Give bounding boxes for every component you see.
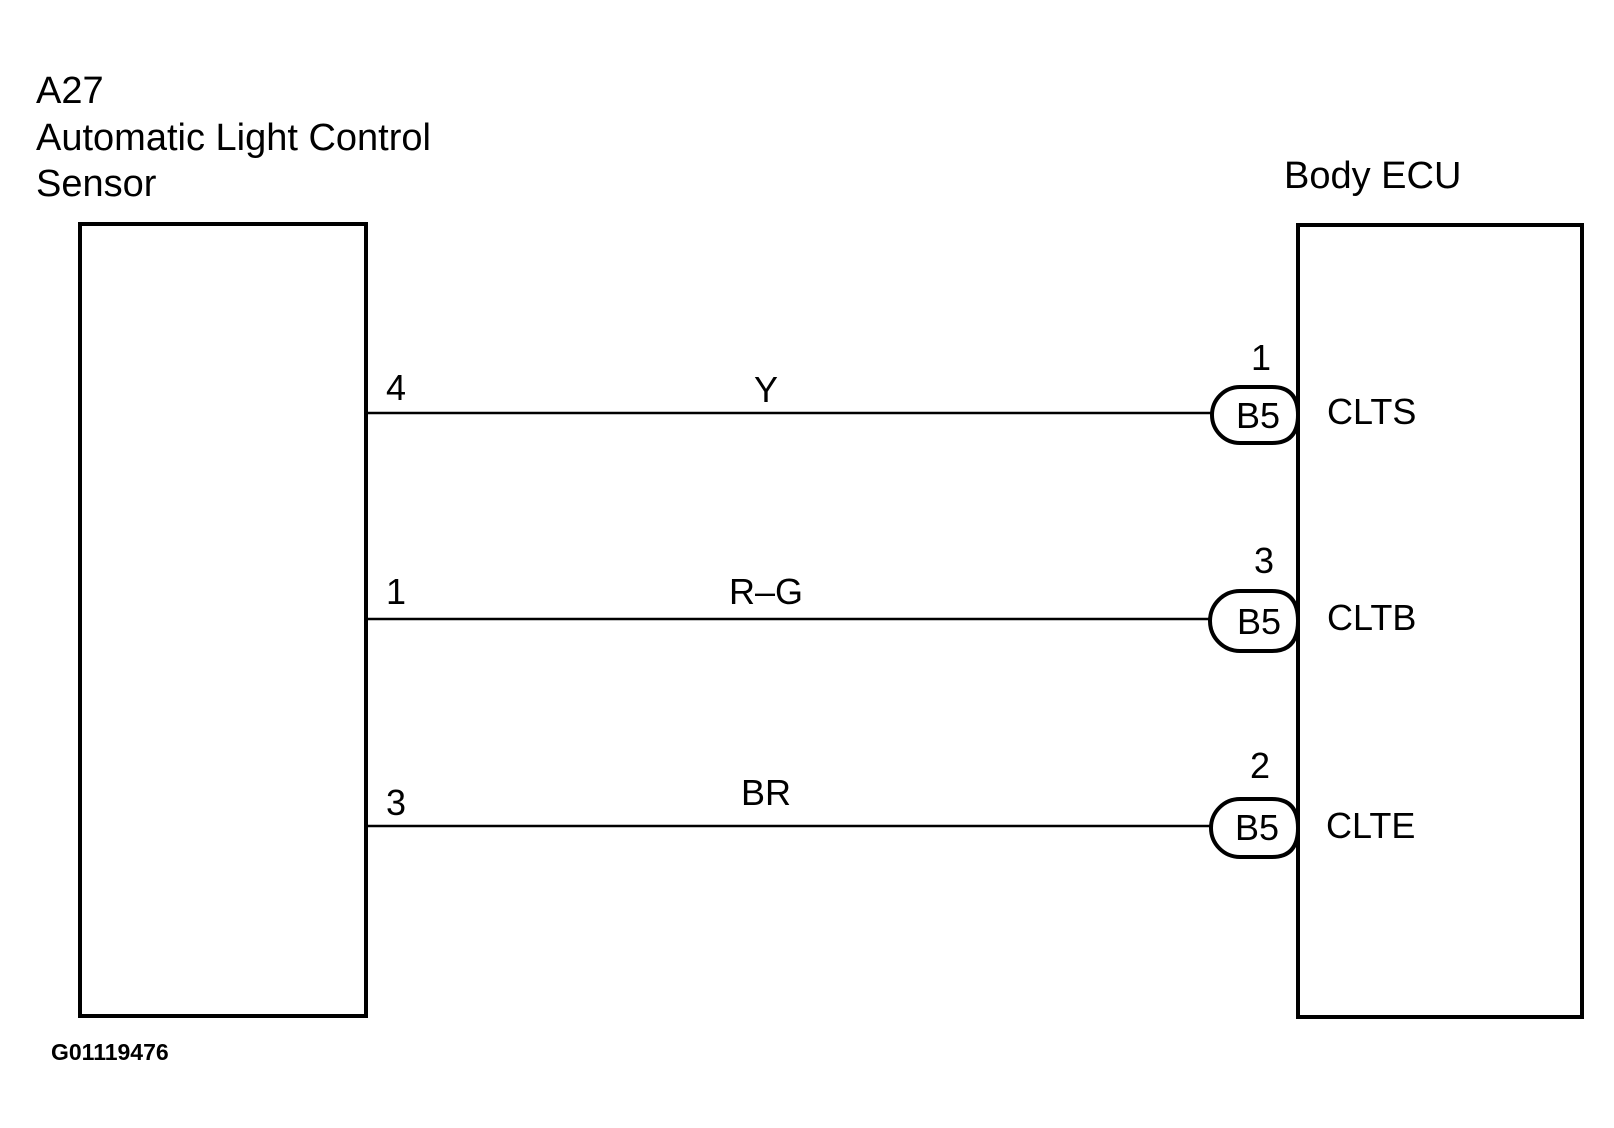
sensor-name-line1: Automatic Light Control xyxy=(36,117,431,159)
wire-color-label: Y xyxy=(754,369,778,410)
sensor-pin-label: 1 xyxy=(386,571,406,612)
wire-row: 1 R–G 3 B5 CLTB xyxy=(366,540,1416,653)
connector-symbol xyxy=(1210,385,1301,445)
wire-row: 4 Y 1 B5 CLTS xyxy=(366,337,1416,445)
connector-label: B5 xyxy=(1236,395,1280,436)
figure-id: G01119476 xyxy=(51,1039,169,1065)
connector-label: B5 xyxy=(1237,601,1281,642)
wire-color-label: R–G xyxy=(729,571,803,612)
sensor-name-line2: Sensor xyxy=(36,163,157,205)
sensor-box xyxy=(78,222,368,1018)
sensor-pin-label: 3 xyxy=(386,782,406,823)
ecu-pin-label: 1 xyxy=(1251,337,1271,378)
sensor-pin-label: 4 xyxy=(386,367,406,408)
wire-row: 3 BR 2 B5 CLTE xyxy=(366,745,1415,859)
sensor-code: A27 xyxy=(36,70,104,112)
ecu-pin-label: 3 xyxy=(1254,540,1274,581)
connector-symbol xyxy=(1209,797,1301,859)
wire-color-label: BR xyxy=(741,772,791,813)
ecu-name: Body ECU xyxy=(1284,155,1461,197)
terminal-label: CLTE xyxy=(1326,805,1415,846)
terminal-label: CLTB xyxy=(1327,597,1416,638)
connector-label: B5 xyxy=(1235,807,1279,848)
connector-symbol xyxy=(1208,589,1301,653)
terminal-label: CLTS xyxy=(1327,391,1416,432)
ecu-pin-label: 2 xyxy=(1250,745,1270,786)
